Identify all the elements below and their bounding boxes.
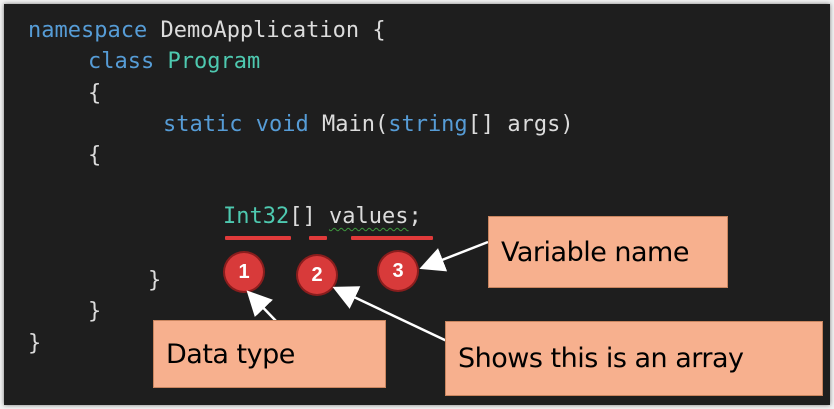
code-line-4: static void Main(string[] args) — [163, 112, 574, 138]
method-name: Main( — [308, 112, 389, 137]
code-line-2: class Program — [88, 49, 260, 75]
code-line-5: { — [88, 143, 102, 168]
callout-data-type: Data type — [153, 320, 386, 388]
badge-2: 2 — [298, 256, 336, 294]
type-int32: Int32 — [223, 204, 290, 229]
marker-variable-name — [351, 236, 433, 240]
code-editor: namespace DemoApplication { class Progra… — [4, 4, 830, 405]
badge-1: 1 — [225, 253, 263, 291]
namespace-declaration: DemoApplication { — [147, 18, 386, 43]
variable-name: values — [328, 204, 409, 229]
class-name: Program — [167, 49, 261, 74]
annotation-arrows — [246, 240, 489, 344]
code-line-3: { — [88, 81, 102, 106]
keyword-namespace: namespace — [28, 18, 148, 43]
arrow-to-badge-1 — [246, 290, 277, 322]
callout-variable-name: Variable name — [488, 216, 728, 288]
marker-data-type — [225, 236, 291, 240]
code-line-8: } — [88, 299, 102, 324]
callout-array: Shows this is an array — [445, 321, 823, 396]
keyword-static: static — [163, 112, 243, 137]
keyword-void: void — [255, 112, 309, 137]
arrow-to-badge-3 — [419, 240, 489, 272]
code-line-7: } — [148, 268, 162, 293]
semicolon: ; — [408, 204, 422, 229]
keyword-class: class — [88, 49, 155, 74]
array-brackets: [] — [289, 204, 316, 229]
code-line-9: } — [28, 331, 42, 356]
arrow-to-badge-2 — [332, 286, 450, 344]
marker-array-brackets — [309, 236, 327, 240]
method-params: [] args) — [467, 112, 574, 137]
code-line-1: namespace DemoApplication { — [28, 18, 386, 44]
keyword-string: string — [388, 112, 468, 137]
badge-3: 3 — [379, 252, 417, 290]
code-line-6: Int32[] values; — [223, 204, 422, 230]
